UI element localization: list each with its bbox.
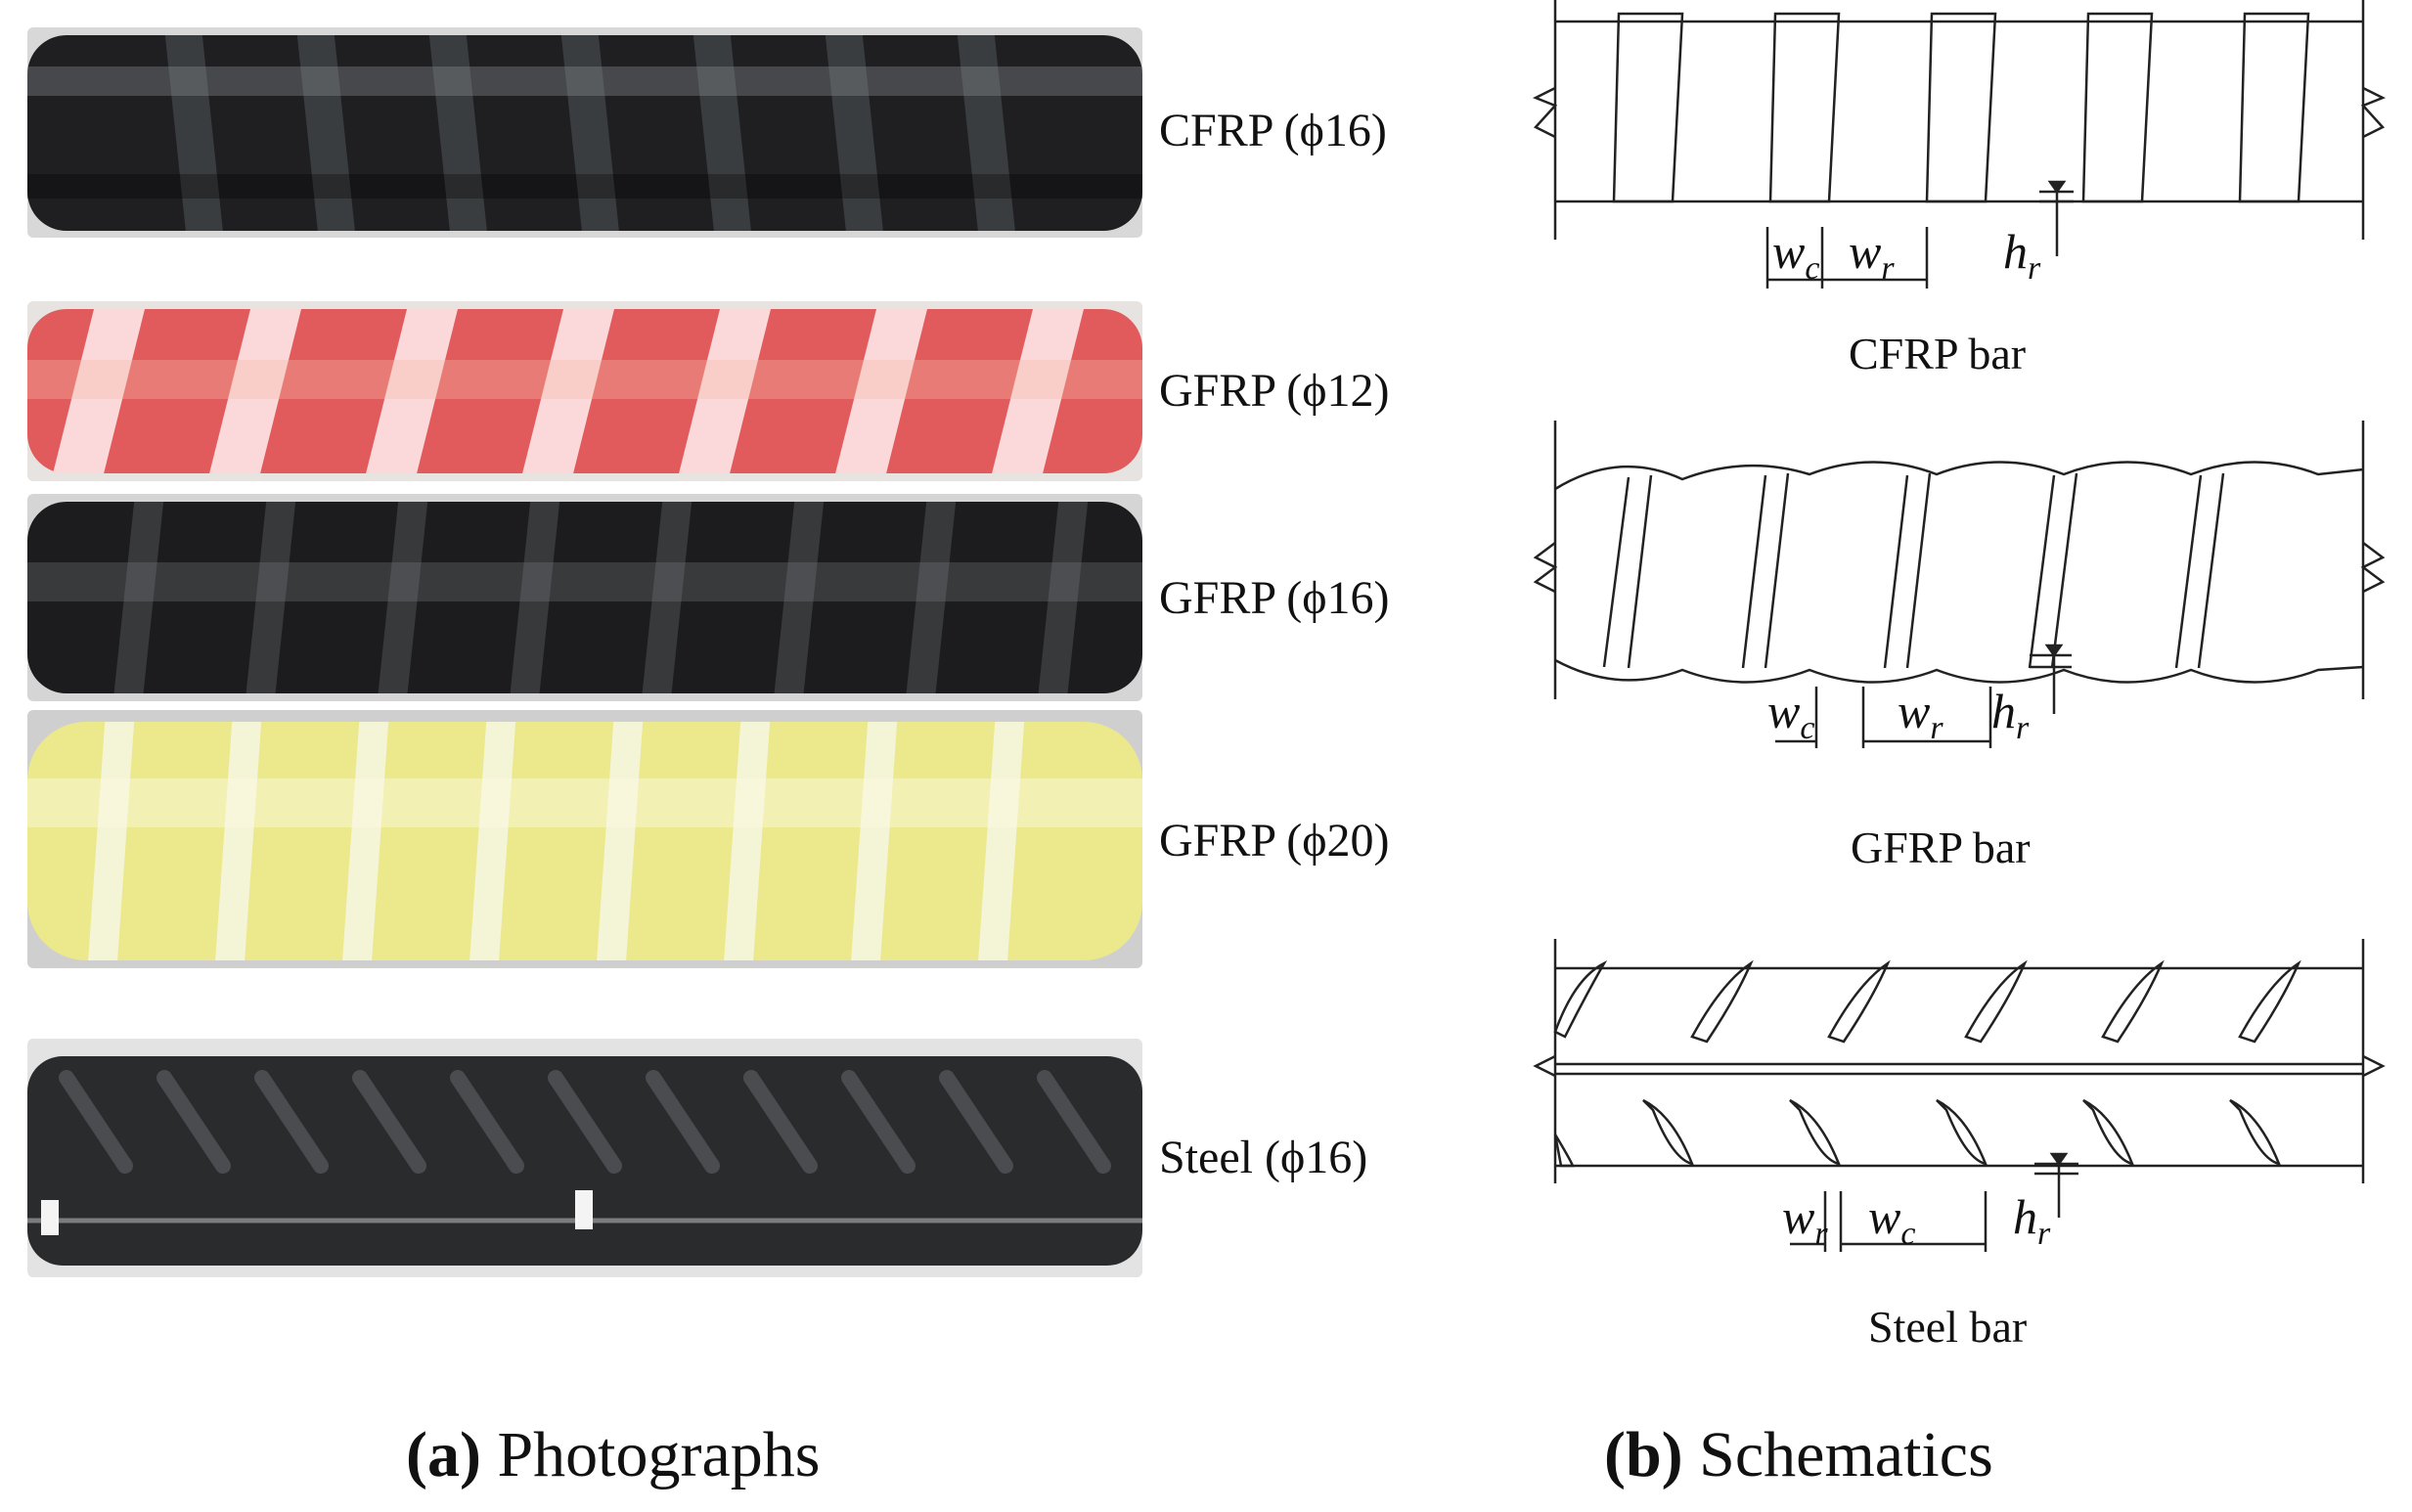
schematic-caption-gfrp: GFRP bar (1851, 823, 2031, 872)
schematic-gfrp: wc wr hr (1526, 421, 2387, 748)
photo-gfrp-20 (27, 710, 1142, 968)
schematic-cfrp: wc wr hr (1526, 0, 2387, 293)
label-hr-cfrp: hr (2003, 224, 2041, 287)
label-wr-cfrp: wr (1849, 224, 1895, 287)
bar-label-steel-16: Steel (ϕ16) (1159, 1132, 1368, 1183)
schematic-steel: wr wc hr (1526, 939, 2387, 1262)
photo-gfrp-16 (27, 494, 1142, 701)
bar-label-cfrp-16: CFRP (ϕ16) (1159, 105, 1387, 156)
bar-label-gfrp-16: GFRP (ϕ16) (1159, 572, 1390, 624)
label-wr-steel: wr (1782, 1189, 1828, 1252)
label-hr-steel: hr (2013, 1189, 2051, 1252)
label-wc-steel: wc (1868, 1189, 1916, 1252)
photo-steel-16 (27, 1039, 1142, 1277)
schematic-caption-steel: Steel bar (1868, 1302, 2028, 1352)
label-wr-gfrp: wr (1898, 684, 1943, 746)
label-wc-cfrp: wc (1772, 224, 1820, 287)
bar-label-gfrp-20: GFRP (ϕ20) (1159, 815, 1390, 867)
photo-cfrp-16 (27, 27, 1142, 238)
schematic-caption-cfrp: CFRP bar (1849, 329, 2027, 378)
label-wc-gfrp: wc (1767, 684, 1815, 746)
caption-photographs: (a) Photographs (406, 1419, 821, 1490)
label-hr-gfrp: hr (1991, 684, 2030, 746)
caption-schematics: (b) Schematics (1604, 1419, 1993, 1490)
bar-label-gfrp-12: GFRP (ϕ12) (1159, 365, 1390, 417)
photo-gfrp-12 (27, 301, 1142, 481)
